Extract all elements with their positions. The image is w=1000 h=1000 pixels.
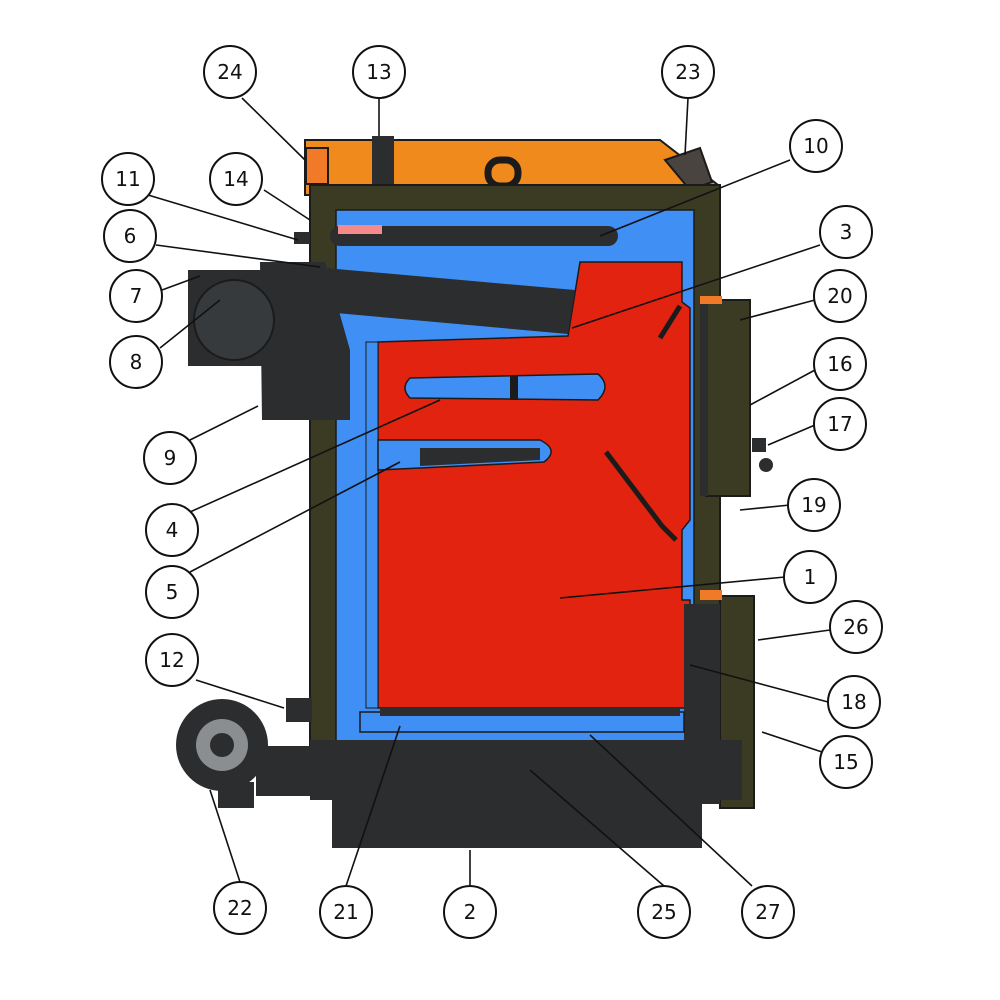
callout-22: 22	[213, 881, 267, 935]
callout-20: 20	[813, 269, 867, 323]
callout-15: 15	[819, 735, 873, 789]
upper-door-frame	[700, 300, 708, 496]
feed-screw-disc	[193, 279, 275, 361]
svg-text:21: 21	[333, 900, 358, 924]
svg-text:12: 12	[159, 648, 184, 672]
svg-text:20: 20	[827, 284, 852, 308]
base-plinth	[332, 800, 702, 848]
inner-wall	[365, 341, 379, 709]
ash-pan	[310, 740, 742, 800]
svg-text:2: 2	[464, 900, 477, 924]
callout-8: 8	[109, 335, 163, 389]
svg-text:5: 5	[166, 580, 179, 604]
callout-26: 26	[829, 600, 883, 654]
svg-text:10: 10	[803, 134, 828, 158]
callout-13: 13	[352, 45, 406, 99]
orange-gasket-2	[700, 296, 722, 304]
callouts: 24 13 23 10 11 14 6 3 7 20 8 16 17 9 4 1…	[101, 45, 883, 939]
callout-17: 17	[813, 397, 867, 451]
top-outlet-pipe-13	[372, 136, 394, 188]
svg-text:18: 18	[841, 690, 866, 714]
svg-text:15: 15	[833, 750, 858, 774]
fuel-feed-housing	[260, 262, 350, 420]
svg-text:3: 3	[840, 220, 853, 244]
upper-door-16	[705, 299, 751, 497]
callout-27: 27	[741, 885, 795, 939]
svg-text:11: 11	[115, 167, 140, 191]
svg-text:17: 17	[827, 412, 852, 436]
svg-text:6: 6	[124, 224, 137, 248]
svg-text:1: 1	[804, 565, 817, 589]
turbulator-insert	[338, 225, 382, 234]
baffle-joint	[510, 376, 518, 400]
callout-16: 16	[813, 337, 867, 391]
leader-lines	[147, 97, 831, 887]
baffle-lower-shadow	[420, 448, 540, 466]
callout-18: 18	[827, 675, 881, 729]
callout-25: 25	[637, 885, 691, 939]
orange-gasket-1	[700, 590, 722, 600]
svg-text:19: 19	[801, 493, 826, 517]
callout-2: 2	[443, 885, 497, 939]
callout-7: 7	[109, 269, 163, 323]
svg-text:26: 26	[843, 615, 868, 639]
svg-text:4: 4	[166, 518, 179, 542]
callout-9: 9	[143, 431, 197, 485]
callout-5: 5	[145, 565, 199, 619]
blower-fan-hub	[210, 733, 234, 757]
top-right-valve-23	[663, 146, 714, 192]
baffle-upper	[404, 373, 606, 401]
sensor-fitting-11	[294, 232, 310, 244]
boiler-drawing	[176, 136, 773, 848]
svg-text:8: 8	[130, 350, 143, 374]
svg-text:16: 16	[827, 352, 852, 376]
grate-bar	[380, 708, 680, 716]
svg-text:13: 13	[366, 60, 391, 84]
callout-11: 11	[101, 152, 155, 206]
top-left-bracket	[305, 147, 329, 185]
callout-3: 3	[819, 205, 873, 259]
callout-21: 21	[319, 885, 373, 939]
svg-text:24: 24	[217, 60, 242, 84]
svg-text:9: 9	[164, 446, 177, 470]
svg-text:23: 23	[675, 60, 700, 84]
callout-24: 24	[203, 45, 257, 99]
callout-12: 12	[145, 633, 199, 687]
callout-4: 4	[145, 503, 199, 557]
callout-14: 14	[209, 152, 263, 206]
door-knob	[759, 458, 773, 472]
callout-19: 19	[787, 478, 841, 532]
svg-text:7: 7	[130, 284, 143, 308]
door-handle-17	[752, 438, 766, 452]
return-fitting-12	[286, 698, 312, 722]
svg-text:22: 22	[227, 896, 252, 920]
svg-text:25: 25	[651, 900, 676, 924]
svg-text:14: 14	[223, 167, 248, 191]
svg-text:27: 27	[755, 900, 780, 924]
flue-pipe	[325, 268, 575, 334]
callout-10: 10	[789, 119, 843, 173]
callout-23: 23	[661, 45, 715, 99]
blower-duct	[256, 746, 368, 796]
callout-1: 1	[783, 550, 837, 604]
callout-6: 6	[103, 209, 157, 263]
air-deflector	[604, 450, 678, 542]
blower-motor	[218, 782, 254, 808]
turbulator-tube	[330, 226, 618, 246]
upper-deflector	[657, 304, 683, 340]
